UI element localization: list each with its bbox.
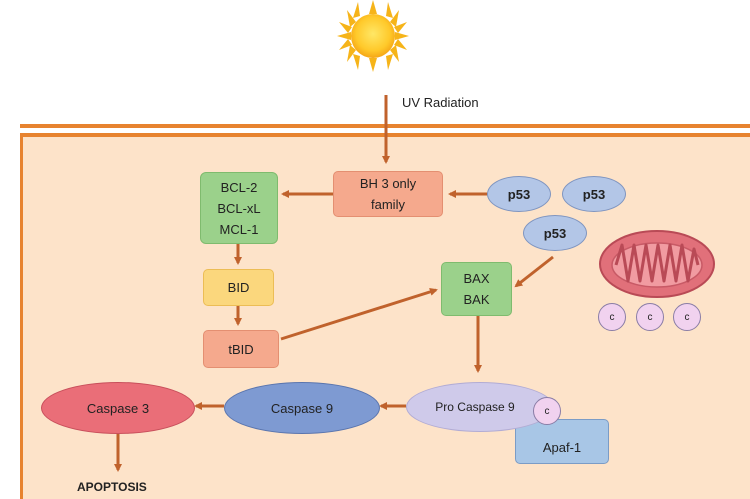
p53-label-2: p53 — [582, 186, 606, 202]
cytochrome-c-2: c — [636, 303, 664, 331]
bh3-label-line1: BH 3 only — [359, 176, 417, 191]
tbid-node: tBID — [203, 330, 279, 368]
tbid-label: tBID — [228, 341, 254, 357]
bid-label: BID — [227, 280, 250, 295]
bclxl-label: BCL-xL — [217, 200, 261, 216]
sun-icon — [337, 0, 409, 72]
arrow-p53-to-bax — [514, 255, 554, 288]
mcl1-label: MCL-1 — [219, 221, 259, 237]
p53-node-2: p53 — [562, 176, 626, 212]
cytochrome-c-1: c — [598, 303, 626, 331]
mitochondrion-icon — [599, 230, 715, 298]
caspase-3-label: Caspase 3 — [86, 400, 150, 416]
bak-label: BAK — [463, 292, 490, 307]
cytochrome-c-bound: c — [533, 397, 561, 425]
cytochrome-c-bound-label: c — [544, 405, 550, 417]
cytochrome-c-label-1: c — [609, 311, 615, 323]
p53-node-1: p53 — [487, 176, 551, 212]
cytochrome-c-3: c — [673, 303, 701, 331]
procaspase-9-label: Pro Caspase 9 — [435, 400, 515, 414]
caspase-9-label: Caspase 9 — [270, 400, 334, 416]
apaf-1-label: Apaf-1 — [542, 440, 582, 455]
uv-radiation-label: UV Radiation — [402, 95, 479, 110]
caspase-3-node: Caspase 3 — [41, 382, 195, 434]
apaf-1-node: Apaf-1 — [515, 419, 609, 464]
p53-label-3: p53 — [543, 225, 567, 241]
bh3-label-line2: family — [371, 197, 405, 212]
bax-bak-node: BAX BAK — [441, 262, 512, 316]
caspase-9-node: Caspase 9 — [224, 382, 380, 434]
bh3-only-family-node: BH 3 only family — [333, 171, 443, 217]
bcl2-family-node: BCL-2 BCL-xL MCL-1 — [200, 172, 278, 244]
p53-label-1: p53 — [507, 186, 531, 202]
bid-node: BID — [203, 269, 274, 306]
apoptosis-label: APOPTOSIS — [77, 480, 147, 494]
bcl2-label: BCL-2 — [220, 179, 258, 195]
cell-membrane-left — [20, 133, 23, 499]
bax-label: BAX — [463, 271, 490, 286]
cytochrome-c-label-3: c — [684, 311, 690, 323]
procaspase-9-node: Pro Caspase 9 — [406, 382, 554, 432]
p53-node-3: p53 — [523, 215, 587, 251]
cytochrome-c-label-2: c — [647, 311, 653, 323]
arrow-tbid-to-bax — [280, 287, 438, 341]
